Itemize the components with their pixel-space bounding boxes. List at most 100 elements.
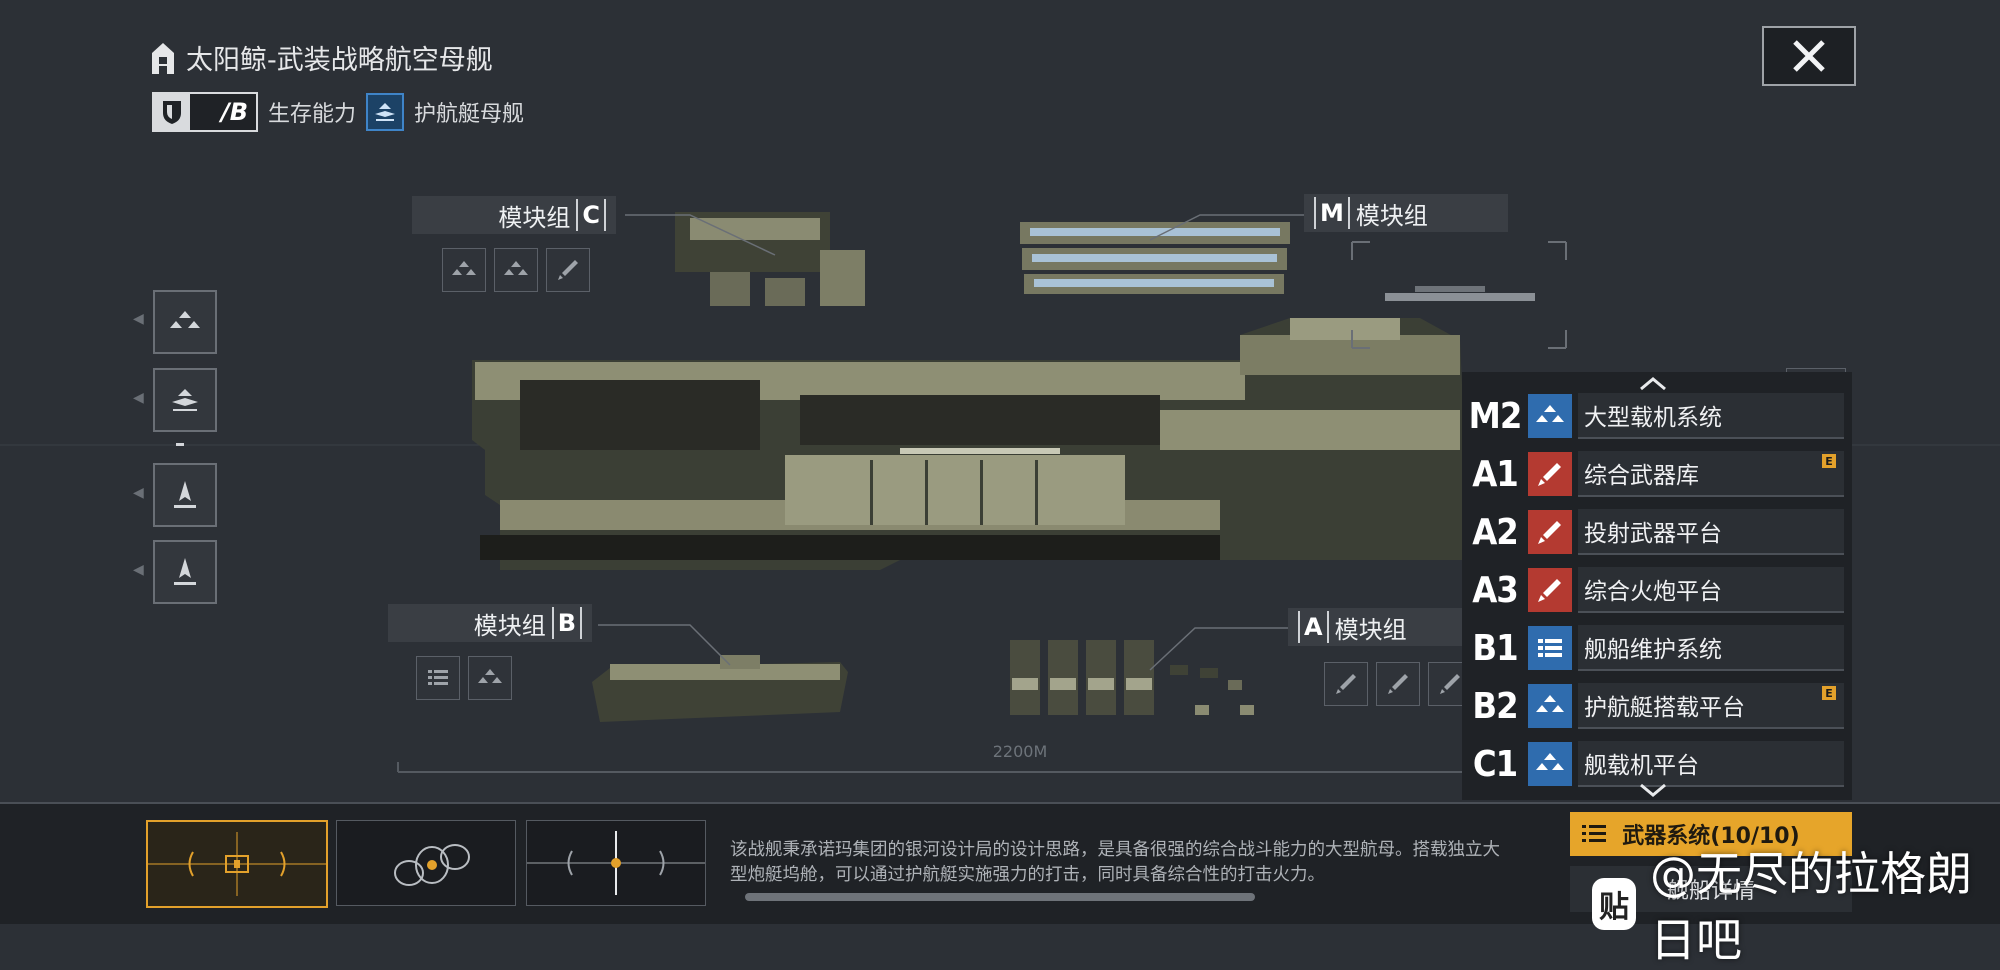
system-name-text: 护航艇搭载平台	[1584, 695, 1745, 721]
carrier-icon	[478, 669, 502, 683]
module-b-slots	[416, 656, 512, 700]
carrier-icon	[1528, 742, 1572, 786]
tab-arrow-icon: ◀	[133, 485, 144, 501]
module-c-code: C	[576, 199, 606, 231]
e-badge: E	[1822, 686, 1836, 700]
missile-icon	[558, 260, 578, 280]
chevron-up-icon[interactable]	[1638, 376, 1668, 392]
module-c-slot-2[interactable]	[494, 248, 538, 292]
system-name: 投射武器平台	[1578, 509, 1844, 555]
carrier-icon	[170, 311, 200, 328]
system-name: 护航艇搭载平台	[1578, 683, 1844, 729]
system-code: C1	[1472, 743, 1518, 785]
missile-icon	[1528, 568, 1572, 612]
module-group-c-label: 模块组 C	[412, 196, 616, 234]
system-name: 综合武器库	[1578, 451, 1844, 497]
system-name-text: 综合武器库	[1584, 463, 1699, 489]
module-group-b-label: 模块组 B	[388, 604, 592, 642]
rank-value: /B	[190, 94, 256, 130]
ship-name: 太阳鲸-武装战略航空母舰	[186, 45, 493, 76]
close-icon	[1793, 40, 1825, 72]
module-b-slot-1[interactable]	[416, 656, 460, 700]
system-row-a3[interactable]: A3 综合火炮平台	[1462, 566, 1844, 614]
module-m-code: M	[1314, 197, 1350, 229]
module-b-parts	[592, 655, 848, 722]
module-c-parts	[675, 212, 865, 306]
module-m-parts	[1020, 222, 1290, 294]
system-list-panel[interactable]: M2 大型载机系统 A1 综合武器库 E A2 投射武器平台 A3 综合火炮平台 B1 舰船维护系统…	[1462, 372, 1852, 800]
tab-corvette[interactable]	[153, 540, 217, 604]
ship-front-icon	[148, 832, 326, 896]
module-a-parts	[1010, 640, 1254, 715]
e-badge: E	[1822, 454, 1836, 468]
tab-frigate[interactable]	[153, 463, 217, 527]
tab-escort[interactable]	[153, 368, 217, 432]
tab-arrow-icon: ◀	[133, 562, 144, 578]
rank-badge: /B	[152, 92, 258, 132]
ship-thumb-2[interactable]	[336, 820, 516, 906]
system-row-b1[interactable]: B1 舰船维护系统	[1462, 624, 1844, 672]
ship-side-icon	[394, 844, 470, 886]
module-a-slot-2[interactable]	[1376, 662, 1420, 706]
module-group-m-label: M 模块组	[1304, 194, 1508, 232]
tab-carrier[interactable]	[153, 290, 217, 354]
module-a-slots	[1324, 662, 1472, 706]
system-row-m2[interactable]: M2 大型载机系统	[1462, 392, 1844, 440]
watermark: 贴 @无尽的拉格朗日吧	[1592, 838, 2000, 970]
system-row-a1[interactable]: A1 综合武器库 E	[1462, 450, 1844, 498]
missile-icon	[1528, 510, 1572, 554]
shield-icon	[163, 101, 181, 124]
module-c-slot-1[interactable]	[442, 248, 486, 292]
system-name-text: 综合火炮平台	[1584, 579, 1722, 605]
module-b-code: B	[551, 607, 582, 639]
missile-icon	[1336, 674, 1356, 694]
tieba-logo: 贴	[1592, 878, 1636, 930]
system-row-c1[interactable]: C1 舰载机平台	[1462, 740, 1844, 788]
system-name: 舰载机平台	[1578, 741, 1844, 787]
system-code: M2	[1468, 395, 1523, 437]
watermark-text: @无尽的拉格朗日吧	[1649, 847, 1972, 967]
ship-schematic	[0, 212, 2000, 773]
main-hull	[472, 318, 1470, 570]
description-scrollbar[interactable]	[745, 893, 1255, 901]
carrier-icon	[452, 261, 476, 275]
system-name: 综合火炮平台	[1578, 567, 1844, 613]
module-c-slots	[442, 248, 590, 292]
role-label: 护航艇母舰	[414, 102, 525, 127]
ship-class-row: /B 生存能力 护航艇母舰	[152, 92, 524, 132]
building-icon	[152, 42, 174, 74]
system-code: A2	[1472, 511, 1519, 553]
system-row-a2[interactable]: A2 投射武器平台	[1462, 508, 1844, 556]
system-code: B2	[1472, 685, 1518, 727]
module-b-slot-2[interactable]	[468, 656, 512, 700]
scale-label: 2200M	[992, 742, 1048, 761]
close-button[interactable]	[1762, 26, 1856, 86]
chevron-down-icon[interactable]	[1638, 782, 1668, 798]
ship-description: 该战舰秉承诺玛集团的银河设计局的设计思路，是具备很强的综合战斗能力的大型航母。搭…	[730, 840, 1500, 885]
ship-title: 太阳鲸-武装战略航空母舰	[150, 38, 493, 77]
carrier-icon	[504, 261, 528, 275]
ship-thumb-1[interactable]	[146, 820, 328, 908]
weapon-system-button[interactable]: 武器系统(10/10)	[1570, 812, 1852, 856]
missile-icon	[1440, 674, 1460, 694]
frigate-icon	[174, 558, 196, 585]
tab-arrow-icon: ◀	[133, 390, 144, 406]
system-name-text: 舰船维护系统	[1584, 637, 1722, 663]
ship-thumb-3[interactable]	[526, 820, 706, 906]
carrier-icon	[1528, 394, 1572, 438]
escort-carrier-icon	[172, 389, 198, 411]
system-name-text: 大型载机系统	[1584, 405, 1722, 431]
ship-detail-label: 舰船详情	[1666, 879, 1755, 904]
system-code: B1	[1472, 627, 1518, 669]
system-name-text: 投射武器平台	[1584, 521, 1722, 547]
carrier-icon	[1528, 684, 1572, 728]
survival-label: 生存能力	[268, 102, 357, 127]
menu-icon	[1582, 825, 1606, 842]
system-row-b2[interactable]: B2 护航艇搭载平台 E	[1462, 682, 1844, 730]
ship-top-icon	[527, 831, 705, 895]
system-code: A3	[1472, 569, 1519, 611]
module-a-slot-1[interactable]	[1324, 662, 1368, 706]
module-c-slot-3[interactable]	[546, 248, 590, 292]
system-code: A1	[1472, 453, 1519, 495]
list-icon	[1528, 626, 1572, 670]
